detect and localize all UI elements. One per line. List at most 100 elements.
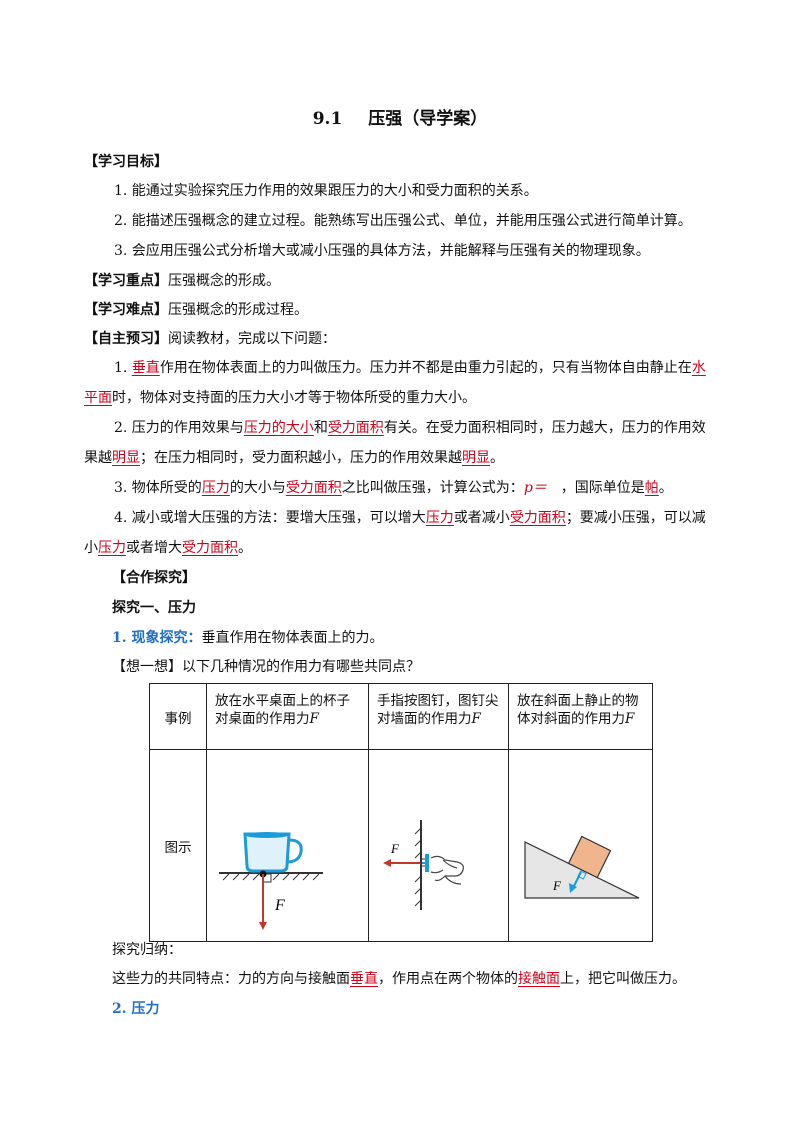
answer-blank: 压力的大小	[243, 420, 314, 436]
answer-blank: 垂直	[131, 360, 160, 376]
coop-heading: 【合作探究】	[112, 570, 196, 586]
think-prompt: 【想一想】以下几种情况的作用力有哪些共同点？	[112, 656, 420, 678]
force-symbol: F	[471, 711, 481, 727]
preview-q1-line2: 平面时，物体对支持面的压力大小才等于物体所受的重力大小。	[84, 387, 476, 409]
force-arrow-incline	[569, 871, 582, 893]
q1-text: 作用在物体表面上的力叫做压力。压力并不都是由重力引起的，只有当物体自由静止在	[159, 360, 692, 376]
force-arrow-down	[259, 874, 267, 930]
answer-blank: 明显	[112, 450, 140, 466]
summary-part: 这些力的共同特点：力的方向与接触面	[112, 971, 350, 987]
goals-heading: 【学习目标】	[84, 151, 168, 173]
page-title: 9.1 压强（导学案）	[0, 104, 800, 129]
hand-icon	[430, 855, 464, 885]
preview-q4-line2: 小压力或者增大受力面积。	[84, 537, 252, 559]
q2-text: 果越	[84, 450, 112, 466]
q2-text: 有关。在受力面积相同时，压力越大，压力的作用效	[383, 420, 706, 436]
answer-blank: 帕	[644, 480, 659, 496]
formula-answer: p＝	[523, 480, 547, 496]
cup-on-table-diagram: F	[219, 832, 323, 930]
item1-text: 垂直作用在物体表面上的力。	[201, 630, 384, 646]
answer-blank: 垂直	[350, 971, 378, 987]
answer-blank: 明显	[462, 450, 490, 466]
preview-q1-line1: 1. 垂直作用在物体表面上的力叫做压力。压力并不都是由重力引起的，只有当物体自由…	[114, 357, 706, 379]
q4-prefix: 4. 减小或增大压强的方法：要增大压强，可以增大	[114, 510, 426, 526]
difficulty: 【学习难点】压强概念的形成过程。	[84, 299, 308, 321]
answer-blank: 压力	[425, 510, 454, 526]
q4-text-end: 。	[238, 540, 252, 556]
q3-text: ，国际单位是	[560, 480, 645, 496]
pin-diagram-cell: F	[368, 749, 509, 942]
case-header-cup: 放在水平桌面上的杯子对桌面的作用力F	[206, 683, 369, 750]
explore-one-heading: 探究一、压力	[112, 600, 196, 616]
summary-part: ，作用点在两个物体的	[378, 971, 518, 987]
q2-prefix: 2. 压力的作用效果与	[114, 420, 244, 436]
case2-text: 手指按图钉，图钉尖对墙面的作用力	[377, 693, 499, 727]
goal-item: 3. 会应用压强公式分析增大或减小压强的具体方法，并能解释与压强有关的物理现象。	[114, 243, 650, 259]
q4-text: 或者减小	[453, 510, 510, 526]
case3-text: 放在斜面上静止的物体对斜面的作用力	[517, 693, 639, 727]
item1-label: 1. 现象探究：	[112, 630, 202, 646]
q1-text-end: 时，物体对支持面的压力大小才等于物体所受的重力大小。	[112, 390, 476, 406]
goal-item: 2. 能描述压强概念的建立过程。能熟练写出压强公式、单位，并能用压强公式进行简单…	[114, 213, 692, 229]
force-symbol: F	[309, 711, 319, 727]
key-heading: 【学习重点】	[84, 273, 168, 289]
force-label: F	[274, 897, 285, 914]
block-on-incline-diagram: F	[524, 835, 640, 899]
q2-text: 和	[313, 420, 328, 436]
q2-text: ；在压力相同时，受力面积越小，压力的作用效果越	[140, 450, 462, 466]
row-label-diagrams: 图示	[149, 749, 207, 942]
section-number: 9.1	[312, 109, 343, 129]
q3-text: 的大小与	[229, 480, 286, 496]
q3-text-end: 。	[658, 480, 673, 496]
q4-text: 小	[84, 540, 98, 556]
row-label-examples: 事例	[149, 683, 207, 750]
force-arrow-left	[383, 859, 421, 867]
title-text: 压强（导学案）	[368, 109, 488, 129]
answer-blank: 平面	[84, 390, 112, 406]
wall	[414, 820, 422, 910]
goal-item: 1. 能通过实验探究压力作用的效果跟压力的大小和受力面积的关系。	[114, 183, 538, 199]
key-text: 压强概念的形成。	[168, 273, 280, 289]
key-point: 【学习重点】压强概念的形成。	[84, 270, 280, 292]
preview-heading-text: 【自主预习】	[84, 331, 168, 347]
preview-heading: 【自主预习】阅读教材，完成以下问题：	[84, 328, 336, 350]
answer-blank: 受力面积	[327, 420, 384, 436]
answer-blank: 压力	[201, 480, 230, 496]
q3-text: 之比叫做压强，计算公式为：	[341, 480, 524, 496]
think-label: 【想一想】	[112, 659, 182, 675]
thumbtack-wall-diagram: F	[383, 820, 464, 910]
answer-blank: 接触面	[518, 971, 560, 987]
q4-text: 或者增大	[126, 540, 182, 556]
answer-blank: 压力	[98, 540, 126, 556]
difficulty-text: 压强概念的形成过程。	[168, 302, 308, 318]
phenomenon-explore: 1. 现象探究：垂直作用在物体表面上的力。	[112, 627, 384, 649]
q2-text-end: 。	[490, 450, 504, 466]
summary-label: 探究归纳：	[112, 942, 182, 958]
preview-q4-line1: 4. 减小或增大压强的方法：要增大压强，可以增大压力或者减小受力面积；要减小压强…	[114, 507, 706, 529]
incline-diagram-cell: F	[508, 749, 653, 942]
answer-blank: 受力面积	[509, 510, 566, 526]
cup-diagram-cell: F	[206, 749, 369, 942]
answer-blank: 受力面积	[285, 480, 342, 496]
q4-text: ；要减小压强，可以减	[565, 510, 706, 526]
cup-icon	[243, 832, 303, 873]
case-header-pin: 手指按图钉，图钉尖对墙面的作用力F	[368, 683, 509, 750]
force-label: F	[552, 878, 562, 893]
summary-text: 这些力的共同特点：力的方向与接触面垂直，作用点在两个物体的接触面上，把它叫做压力…	[112, 968, 686, 990]
item2-heading: 2. 压力	[112, 1001, 160, 1017]
case1-text: 放在水平桌面上的杯子对桌面的作用力	[215, 693, 350, 727]
example-table: 事例 放在水平桌面上的杯子对桌面的作用力F 手指按图钉，图钉尖对墙面的作用力F …	[149, 683, 653, 942]
difficulty-heading: 【学习难点】	[84, 302, 168, 318]
preview-intro: 阅读教材，完成以下问题：	[168, 331, 336, 347]
q3-prefix: 3. 物体所受的	[114, 480, 202, 496]
thumbtack-icon	[422, 854, 429, 872]
preview-q2-line2: 果越明显；在压力相同时，受力面积越小，压力的作用效果越明显。	[84, 447, 504, 469]
table-surface	[219, 872, 323, 881]
answer-blank: 受力面积	[182, 540, 238, 556]
q1-prefix: 1.	[114, 360, 132, 376]
right-angle-mark	[577, 870, 587, 880]
answer-blank: 水	[691, 360, 706, 376]
think-text: 以下几种情况的作用力有哪些共同点？	[182, 659, 420, 675]
block-icon	[567, 835, 612, 879]
preview-q3: 3. 物体所受的压力的大小与受力面积之比叫做压强，计算公式为：p＝ ，国际单位是帕…	[114, 477, 673, 499]
